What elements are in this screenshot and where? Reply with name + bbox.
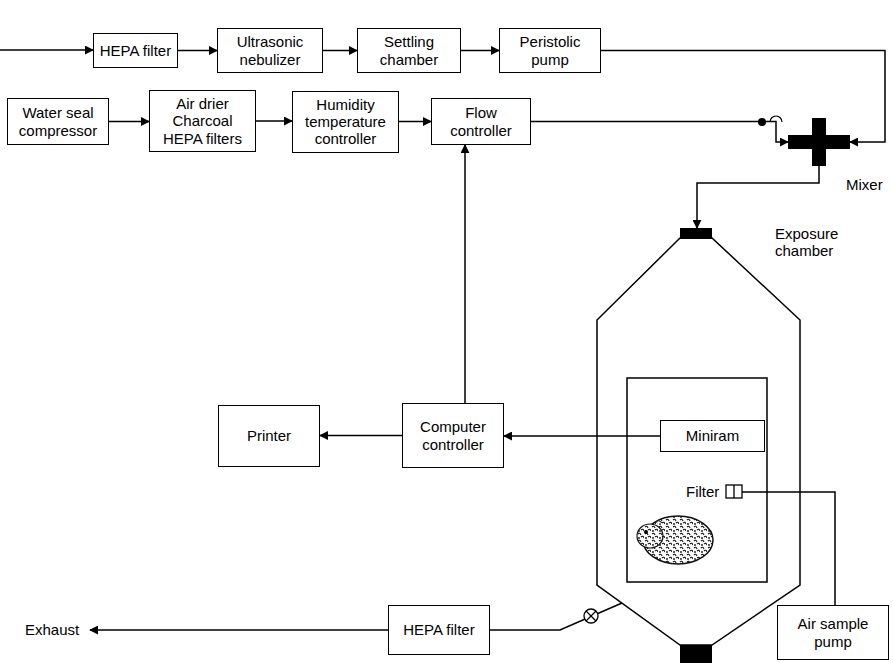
box-label: HEPA filter <box>100 42 171 59</box>
exhaust-label: Exhaust <box>25 621 79 638</box>
flow-connector <box>320 435 402 437</box>
box-label: Flow controller <box>435 104 527 139</box>
flow-connector <box>109 121 149 123</box>
mixer-symbol: Mixer <box>788 118 850 166</box>
box-label: Air sample pump <box>781 615 885 650</box>
process-box: Settling chamber <box>357 28 461 73</box>
filter-box: Air drier Charcoal HEPA filters <box>149 90 256 152</box>
box-label: Air drier Charcoal HEPA filters <box>153 95 252 147</box>
flow-connector <box>531 122 788 143</box>
pump-box: Air sample pump <box>777 605 889 660</box>
box-label: Water seal compressor <box>11 104 105 139</box>
flow-connector <box>256 120 292 122</box>
box-label: Computer controller <box>406 418 500 453</box>
flow-connector <box>178 50 217 52</box>
box-label: Ultrasonic nebulizer <box>221 33 319 68</box>
compressor-box: Water seal compressor <box>7 98 109 145</box>
flow-connector <box>461 50 499 52</box>
guinea-pig <box>637 516 713 564</box>
box-label: Miniram <box>686 427 739 444</box>
filter-box: HEPA filter <box>388 605 490 655</box>
shape-label: Mixer <box>846 176 883 193</box>
flow-connector <box>323 50 357 52</box>
bypass-hop <box>770 116 782 122</box>
box-label: Peristolic pump <box>503 33 597 68</box>
controller-box: Humidity temperature controller <box>292 91 399 153</box>
mixer-cross <box>788 118 850 166</box>
filter-box: HEPA filter <box>93 33 178 68</box>
exhaust-arrow <box>90 629 388 631</box>
box-label: HEPA filter <box>403 621 474 638</box>
junction-dot <box>758 118 766 126</box>
flow-connector <box>399 121 431 123</box>
printer-box: Printer <box>218 405 320 467</box>
box-label: Printer <box>247 427 291 444</box>
valve-symbol <box>584 609 598 623</box>
exposure-chamber: Exposure chamberMiniram <box>597 228 800 663</box>
flow-connector <box>601 51 885 143</box>
flow-connector <box>697 166 819 228</box>
flow-connector <box>504 435 660 437</box>
sensor-box: Miniram <box>660 420 765 452</box>
filter-label: Filter <box>686 483 719 500</box>
box-label: Humidity temperature controller <box>296 96 395 148</box>
filter-symbol <box>726 485 742 498</box>
pump-box: Peristolic pump <box>499 28 601 73</box>
flow-connector <box>490 603 622 630</box>
flow-connector <box>464 145 466 403</box>
input-arrow <box>0 49 93 51</box>
box-label: Settling chamber <box>361 33 457 68</box>
shape-label: Exposure chamber <box>775 225 850 260</box>
controller-box: Flow controller <box>431 98 531 145</box>
controller-box: Computer controller <box>402 403 504 468</box>
process-box: Ultrasonic nebulizer <box>217 28 323 73</box>
flow-connector <box>742 492 835 605</box>
